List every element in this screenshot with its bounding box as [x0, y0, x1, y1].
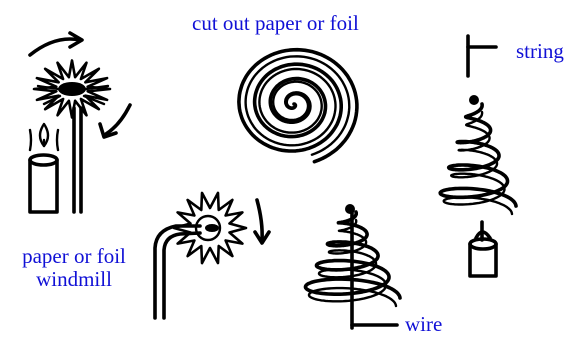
wire-spiral-drawing: [306, 204, 401, 328]
windmill-drawing: [155, 193, 269, 318]
windmill-hub: [205, 224, 219, 232]
rotation-arrow-right: [106, 105, 130, 134]
candle-body: [30, 160, 57, 212]
flat-spiral-drawing: [239, 50, 357, 162]
pinwheel-hub: [58, 82, 86, 96]
hanging-spiral-drawing: [440, 36, 516, 276]
candle-pinwheel-drawing: [30, 33, 130, 212]
